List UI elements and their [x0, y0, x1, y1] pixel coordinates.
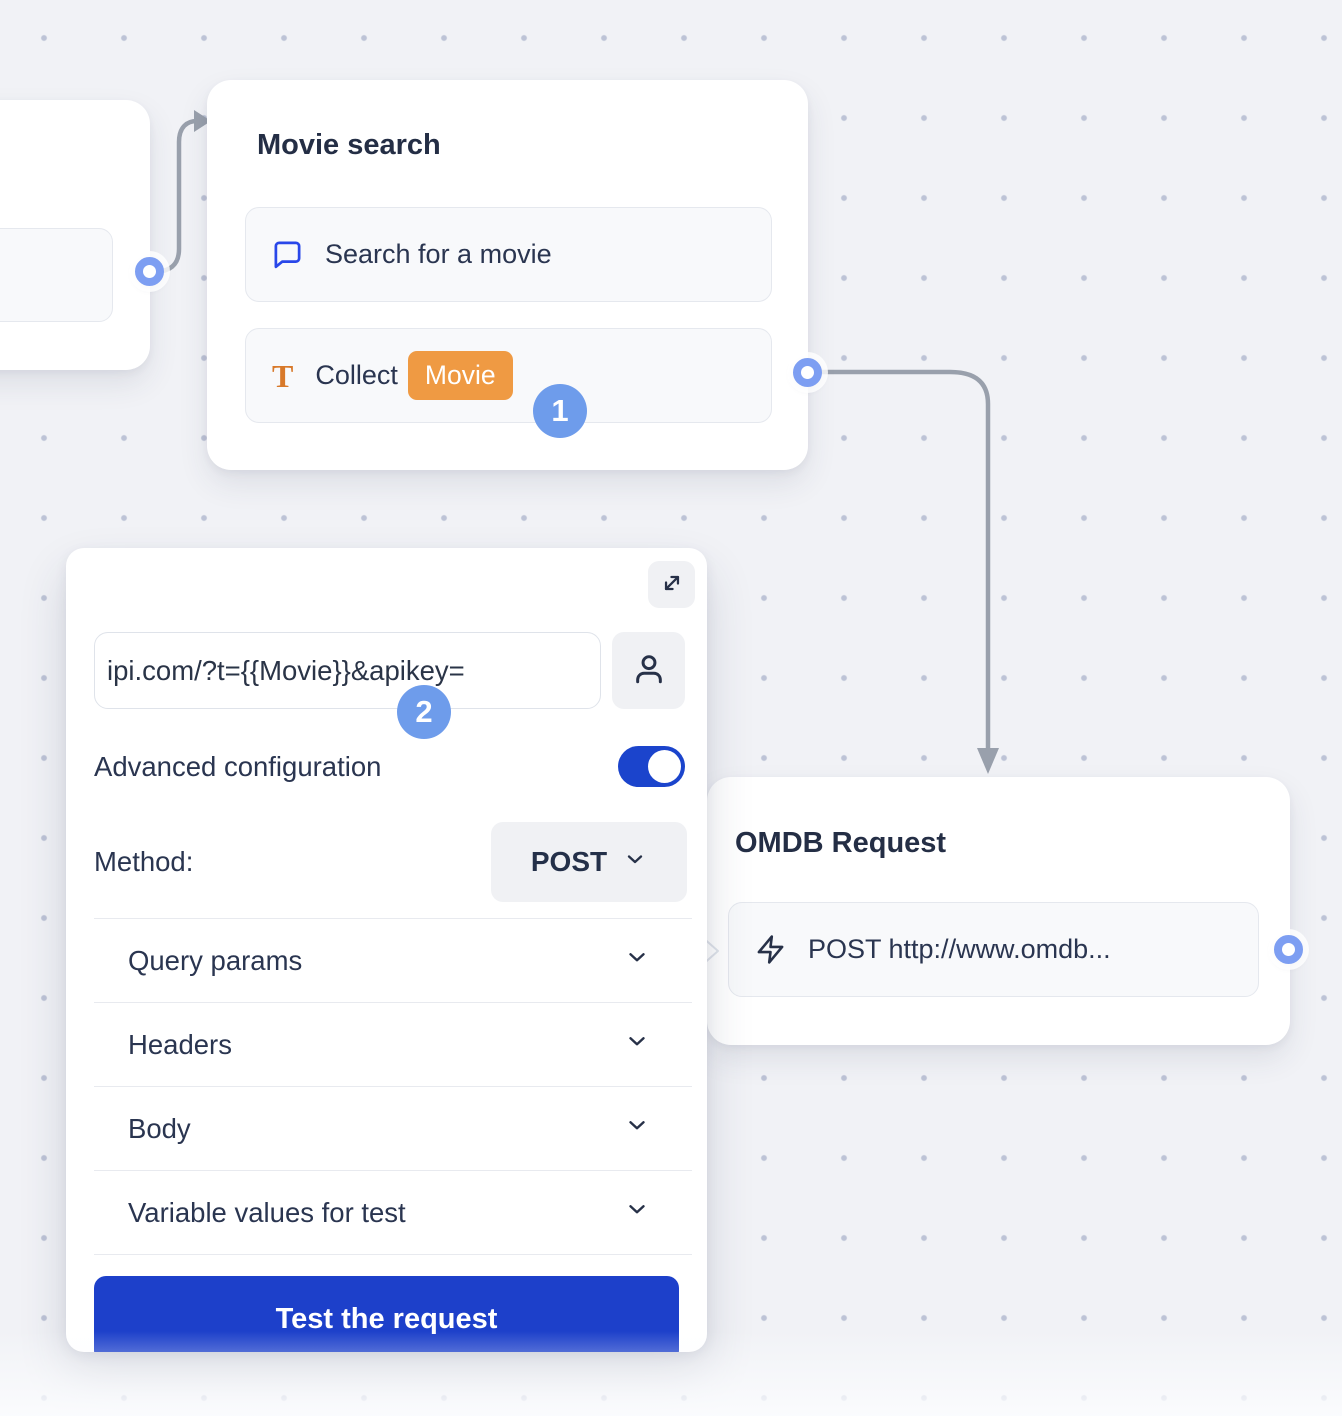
chat-bubble-icon: [272, 239, 303, 270]
chevron-down-icon: [624, 1112, 650, 1145]
text-input-icon: T: [272, 357, 294, 394]
url-input[interactable]: [94, 632, 601, 709]
upstream-node-item[interactable]: [0, 228, 113, 322]
collect-item-label: Collect: [315, 360, 398, 390]
chevron-down-icon: [624, 944, 650, 977]
expand-icon: [659, 570, 685, 599]
toggle-knob: [648, 750, 681, 783]
omdb-webhook-item[interactable]: POST http://www.omdb...: [728, 902, 1259, 997]
connector-upstream-to-movie: [147, 118, 200, 275]
step-badge-1: 1: [533, 384, 587, 438]
section-headers[interactable]: Headers: [94, 1002, 692, 1086]
method-label: Method:: [94, 846, 194, 877]
zap-icon: [755, 934, 786, 965]
omdb-request-node-card[interactable]: OMDB Request POST http://www.omdb...: [700, 777, 1290, 1045]
arrowhead-into-omdb-card: [977, 748, 999, 774]
test-request-button[interactable]: Test the request: [94, 1276, 679, 1352]
section-label: Variable values for test: [128, 1196, 406, 1228]
connector-movie-to-omdb: [819, 369, 991, 753]
step-badge-2: 2: [397, 685, 451, 739]
movie-search-collect-item[interactable]: T Collect Movie: [245, 328, 772, 423]
section-label: Body: [128, 1112, 191, 1144]
section-query-params[interactable]: Query params: [94, 918, 692, 1002]
chevron-down-icon: [624, 1028, 650, 1061]
advanced-configuration-label: Advanced configuration: [94, 751, 382, 782]
section-body[interactable]: Body: [94, 1086, 692, 1170]
port-out-upstream[interactable]: [135, 257, 164, 286]
user-icon: [632, 652, 666, 689]
omdb-item-label: POST http://www.omdb...: [808, 934, 1111, 964]
chevron-down-icon: [624, 1196, 650, 1229]
webhook-config-panel: 2 Advanced configuration Method: POST Qu…: [66, 548, 707, 1352]
movie-search-node-title: Movie search: [257, 129, 441, 161]
omdb-node-title: OMDB Request: [735, 827, 947, 859]
method-dropdown[interactable]: POST: [491, 822, 687, 902]
section-label: Query params: [128, 944, 303, 976]
user-variable-button[interactable]: [612, 632, 685, 709]
expand-button[interactable]: [648, 561, 695, 608]
movie-search-question-item[interactable]: Search for a movie: [245, 207, 772, 302]
advanced-configuration-toggle[interactable]: [618, 746, 685, 787]
port-out-movie-search[interactable]: [793, 358, 822, 387]
chevron-down-icon: [623, 846, 647, 878]
port-out-omdb[interactable]: [1274, 935, 1303, 964]
section-variable-values[interactable]: Variable values for test: [94, 1170, 692, 1254]
question-item-label: Search for a movie: [325, 239, 552, 269]
variable-chip-movie[interactable]: Movie: [407, 351, 513, 400]
config-sections: Query params Headers Body Variable value…: [94, 918, 692, 1255]
movie-search-node-card[interactable]: Movie search Search for a movie T Collec…: [207, 80, 808, 470]
method-value: POST: [530, 846, 608, 877]
upstream-node-card[interactable]: [0, 100, 150, 370]
section-label: Headers: [128, 1028, 232, 1060]
